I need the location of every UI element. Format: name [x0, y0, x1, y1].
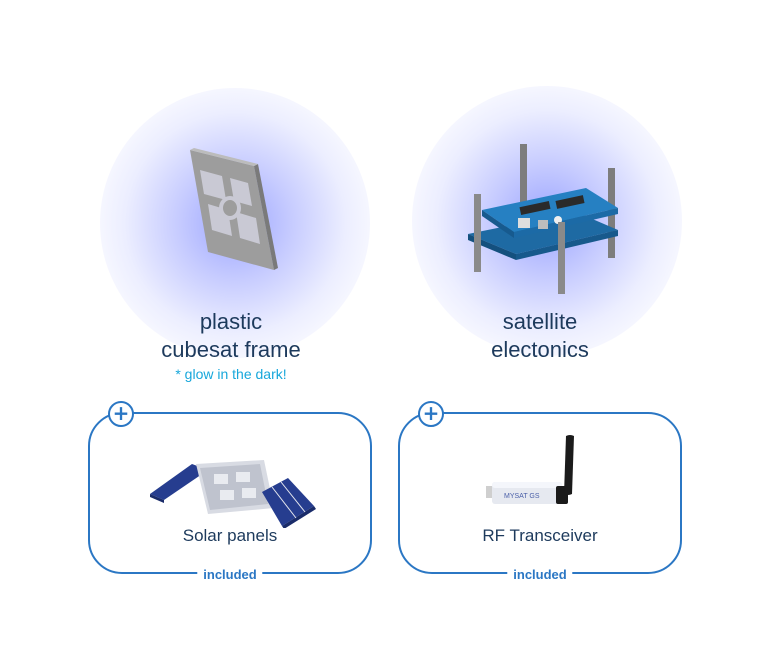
solar-panels-image — [150, 460, 316, 528]
glow-note: * glow in the dark! — [175, 366, 287, 382]
frame-title-line2: cubesat frame — [161, 337, 301, 362]
rf-device-text: MYSAT GS — [504, 493, 540, 500]
electronics-title: satellite electonics — [440, 308, 640, 364]
frame-title: plastic cubesat frame — [131, 308, 331, 364]
frame-title-line1: plastic — [199, 309, 263, 334]
solar-panels-label: Solar panels — [182, 526, 278, 545]
electronics-title-line2: electonics — [491, 337, 589, 362]
satellite-electronics-image — [468, 144, 618, 294]
cubesat-frame-image — [190, 148, 278, 270]
rf-included-badge: included — [507, 567, 573, 582]
solar-panels-card: + Solar panels included — [88, 401, 372, 582]
solar-included-badge: included — [197, 567, 263, 582]
electronics-title-line1: satellite — [502, 309, 578, 334]
plus-icon[interactable]: + — [108, 401, 134, 427]
rf-transceiver-image: MYSAT GS — [486, 435, 574, 504]
plus-icon[interactable]: + — [418, 401, 444, 427]
rf-transceiver-label: RF Transceiver — [482, 526, 598, 545]
rf-transceiver-card: + MYSAT GS RF Transceiver included — [398, 401, 682, 582]
